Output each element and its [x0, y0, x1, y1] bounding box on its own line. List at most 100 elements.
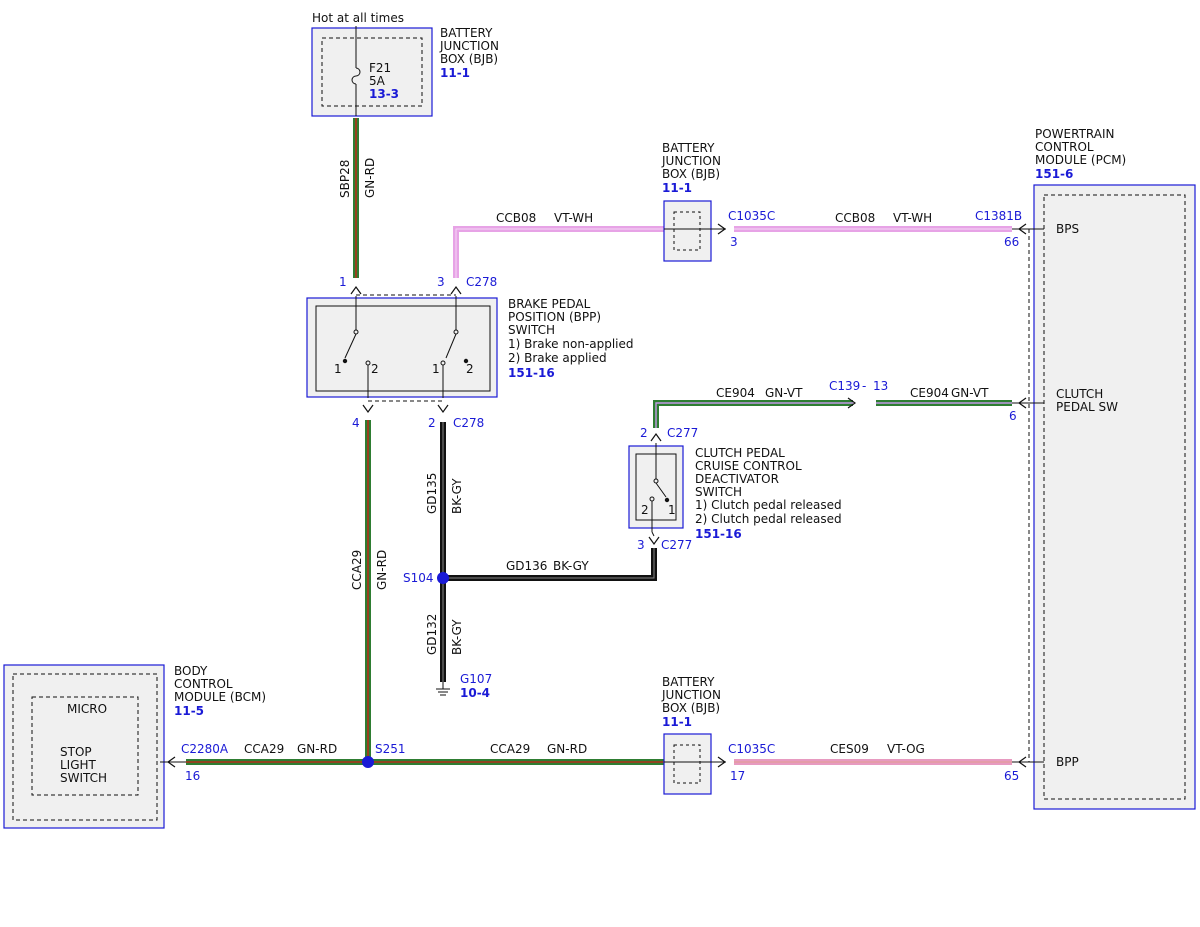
- gd135-color: BK-GY: [450, 478, 464, 514]
- c277-top-pin: 2: [640, 426, 648, 440]
- cca29-b-circuit: CCA29: [490, 742, 530, 756]
- c2280a-label: C2280A: [181, 742, 229, 756]
- c278-pin3-arrow-icon: [450, 285, 462, 295]
- cca29-v-color: GN-RD: [375, 550, 389, 590]
- fuse-ref: 13-3: [369, 87, 399, 101]
- pcm-pin-6: 6: [1009, 409, 1017, 423]
- bpp-title-line-2: POSITION (BPP): [508, 310, 601, 324]
- bjb-low-line-1: BATTERY: [662, 675, 715, 689]
- c139-label: C139: [829, 379, 860, 393]
- c278-pin1: 1: [339, 275, 347, 289]
- clutch-pin-label-1: 1: [668, 503, 676, 517]
- bpp-title-line-3: SWITCH: [508, 323, 555, 337]
- gd136-color: BK-GY: [553, 559, 589, 573]
- ce904-b-circuit: CE904: [910, 386, 949, 400]
- fuse-rating: 5A: [369, 74, 386, 88]
- pcm-pin-clutch-1: CLUTCH: [1056, 387, 1103, 401]
- clutch-pin-label-2: 2: [641, 503, 649, 517]
- fuse-box-line-1: BATTERY: [440, 26, 493, 40]
- c277-bottom-label: C277: [661, 538, 692, 552]
- pcm-pin-bpp: BPP: [1056, 755, 1079, 769]
- bcm-micro-label: MICRO: [67, 702, 107, 716]
- pcm-line-2: CONTROL: [1035, 140, 1094, 154]
- bcm-line-1: BODY: [174, 664, 208, 678]
- pcm-pin-66: 66: [1004, 235, 1019, 249]
- fuse-icon: [351, 67, 361, 85]
- ccb08-a-circuit: CCB08: [496, 211, 536, 225]
- c278-pin1-arrow-icon: [350, 285, 362, 295]
- pcm-pin-bps: BPS: [1056, 222, 1079, 236]
- wire-ccb08-a: [453, 226, 664, 278]
- c1381b-label: C1381B: [975, 209, 1022, 223]
- clutch-note-2: 2) Clutch pedal released: [695, 512, 842, 526]
- g107-label: G107: [460, 672, 492, 686]
- bpp-pin-label-1a: 1: [334, 362, 342, 376]
- fuse-box-line-2: JUNCTION: [439, 39, 499, 53]
- cca29-b-color: GN-RD: [547, 742, 587, 756]
- pcm-module: [1012, 184, 1196, 810]
- fuse-box-line-3: BOX (BJB): [440, 52, 498, 66]
- ces09-circuit: CES09: [830, 742, 869, 756]
- c277-bottom-arrow-icon: [648, 536, 660, 546]
- c1035c-low-label: C1035C: [728, 742, 775, 756]
- s251-label: S251: [375, 742, 406, 756]
- fuse-name: F21: [369, 61, 391, 75]
- wire-gd136: [443, 548, 657, 581]
- sbp28-color: GN-RD: [363, 158, 377, 198]
- pcm-ref: 151-6: [1035, 167, 1073, 181]
- bpp-note-2: 2) Brake applied: [508, 351, 607, 365]
- ces09-color: VT-OG: [887, 742, 925, 756]
- c1035c-low-pin: 17: [730, 769, 745, 783]
- fuse-box: [311, 27, 433, 117]
- clutch-title-line-3: DEACTIVATOR: [695, 472, 779, 486]
- splice-s104: [437, 572, 449, 584]
- bpp-title-line-1: BRAKE PEDAL: [508, 297, 591, 311]
- bjb-mid-box: [663, 200, 727, 262]
- bpp-pin-label-1b: 1: [432, 362, 440, 376]
- bjb-mid-line-2: JUNCTION: [661, 154, 721, 168]
- clutch-title-line-4: SWITCH: [695, 485, 742, 499]
- hot-at-all-times-label: Hot at all times: [312, 11, 404, 25]
- bpp-switch: [306, 294, 498, 402]
- cca29-a-color: GN-RD: [297, 742, 337, 756]
- c139-dash: -: [862, 379, 866, 393]
- clutch-switch: [628, 443, 684, 537]
- ce904-a-color: GN-VT: [765, 386, 803, 400]
- g107-ref: 10-4: [460, 686, 490, 700]
- c277-top-arrow-icon: [650, 432, 662, 442]
- c1035c-top-label: C1035C: [728, 209, 775, 223]
- bcm-module: [3, 664, 165, 829]
- splice-s251: [362, 756, 374, 768]
- bjb-mid-line-3: BOX (BJB): [662, 167, 720, 181]
- ccb08-a-color: VT-WH: [554, 211, 593, 225]
- bjb-low-line-2: JUNCTION: [661, 688, 721, 702]
- gd136-circuit: GD136: [506, 559, 547, 573]
- pcm-line-1: POWERTRAIN: [1035, 127, 1115, 141]
- bjb-low-box: [663, 733, 727, 795]
- c139-arrow-icon: [847, 397, 857, 409]
- fuse-box-ref: 11-1: [440, 66, 470, 80]
- gd135-circuit: GD135: [425, 473, 439, 514]
- gd132-circuit: GD132: [425, 614, 439, 655]
- c278-bottom-label: C278: [453, 416, 484, 430]
- bcm-stop-line-3: SWITCH: [60, 771, 107, 785]
- bcm-line-3: MODULE (BCM): [174, 690, 266, 704]
- pcm-line-3: MODULE (PCM): [1035, 153, 1126, 167]
- c277-top-label: C277: [667, 426, 698, 440]
- ground-icon: [436, 682, 450, 696]
- bjb-low-line-3: BOX (BJB): [662, 701, 720, 715]
- c278-pin4-arrow-icon: [362, 404, 374, 414]
- clutch-title-line-2: CRUISE CONTROL: [695, 459, 802, 473]
- bcm-line-2: CONTROL: [174, 677, 233, 691]
- pcm-pin-clutch-2: PEDAL SW: [1056, 400, 1118, 414]
- c1035c-top-pin: 3: [730, 235, 738, 249]
- c278-top-label: C278: [466, 275, 497, 289]
- clutch-ref: 151-16: [695, 527, 742, 541]
- c277-bottom-pin: 3: [637, 538, 645, 552]
- bjb-low-ref: 11-1: [662, 715, 692, 729]
- bjb-mid-line-1: BATTERY: [662, 141, 715, 155]
- bpp-ref: 151-16: [508, 366, 555, 380]
- c139-pin: 13: [873, 379, 888, 393]
- bcm-ref: 11-5: [174, 704, 204, 718]
